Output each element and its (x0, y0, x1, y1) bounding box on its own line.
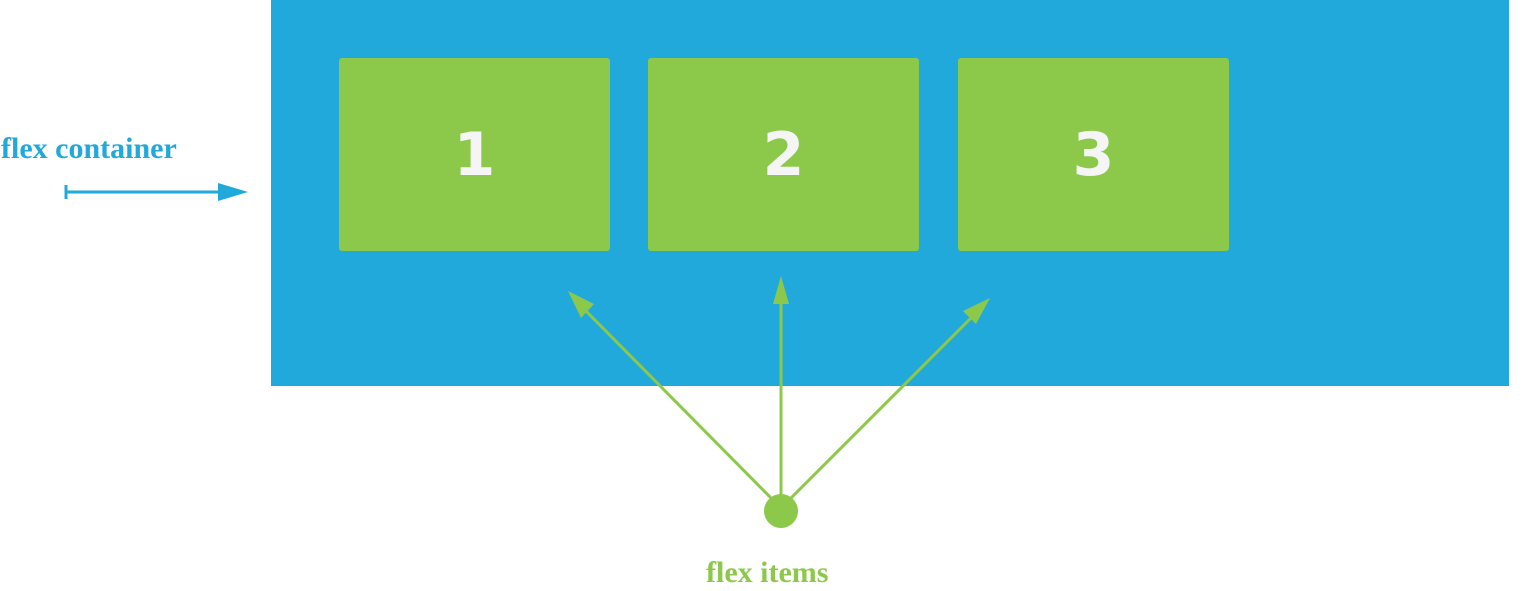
flex-item-3: 3 (958, 58, 1229, 251)
flex-items-label: flex items (706, 556, 829, 589)
flex-container-label: flex container (1, 132, 177, 165)
flex-item-1-label: 1 (453, 119, 496, 190)
flex-item-2-label: 2 (762, 119, 805, 190)
container-arrow (64, 183, 248, 201)
origin-dot (764, 494, 798, 528)
flex-item-2: 2 (648, 58, 919, 251)
flex-item-3-label: 3 (1072, 119, 1115, 190)
flex-item-1: 1 (339, 58, 610, 251)
